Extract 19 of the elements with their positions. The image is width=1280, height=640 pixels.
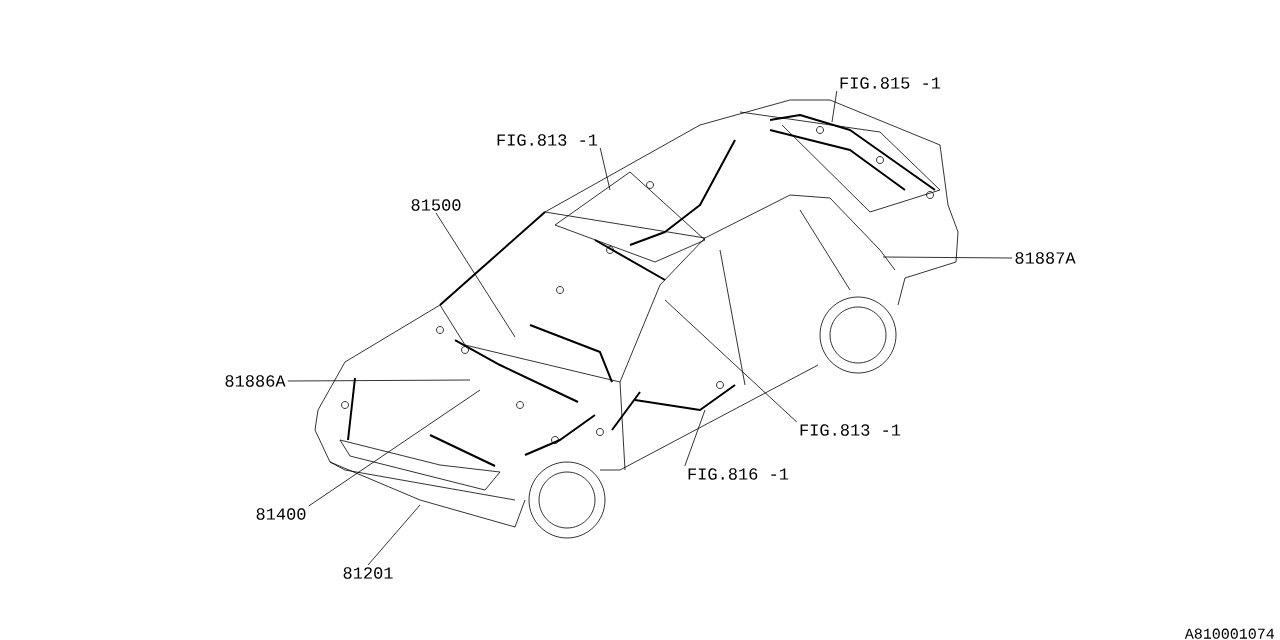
leader-line: [882, 256, 1013, 259]
part-number-label: FIG.815 -1: [840, 77, 941, 89]
part-number-label: FIG.813 -1: [800, 424, 901, 436]
leader-line: [308, 389, 481, 507]
leader-line: [599, 147, 611, 191]
part-number-label: 81201: [343, 567, 393, 579]
part-number-label: 81400: [256, 508, 306, 520]
part-number-label: FIG.813 -1: [497, 134, 598, 146]
leader-line: [664, 299, 798, 423]
part-number-label: 81886A: [225, 375, 286, 387]
leader-line: [435, 212, 516, 338]
leader-line: [684, 409, 706, 467]
leader-line: [367, 504, 421, 566]
part-number-label: 81887A: [1015, 252, 1076, 264]
leader-line: [287, 379, 471, 382]
part-number-label: FIG.816 -1: [688, 468, 789, 480]
leader-line: [831, 90, 838, 123]
part-number-label: 81500: [411, 199, 461, 211]
drawing-code: A810001074: [1184, 628, 1275, 639]
